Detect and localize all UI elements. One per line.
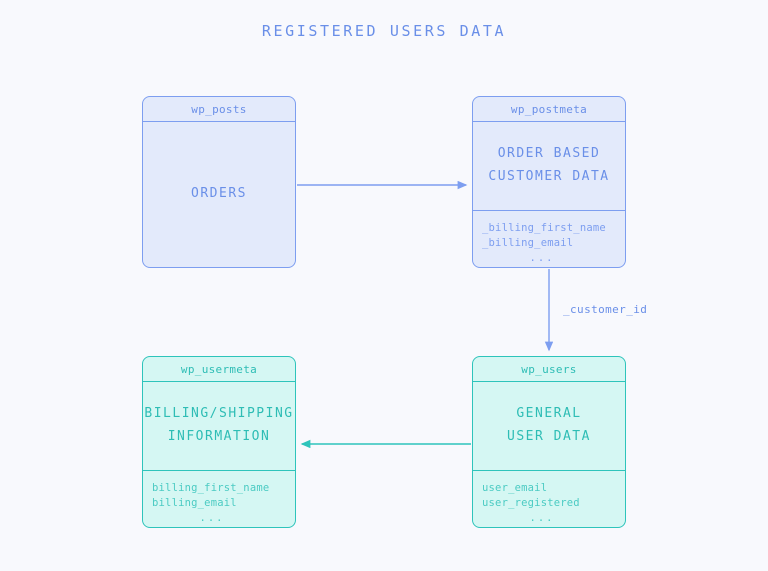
entity-wp-posts-body-line-1: ORDERS xyxy=(191,186,247,202)
entity-wp-postmeta-body-line-2: CUSTOMER DATA xyxy=(488,169,610,184)
entity-wp-usermeta-field-2: billing_email xyxy=(152,496,237,509)
entity-wp-usermeta-ellipsis: ... xyxy=(199,511,225,524)
entity-wp-posts-header: wp_posts xyxy=(143,97,295,122)
entity-wp-posts-body: ORDERS xyxy=(143,122,295,267)
entity-wp-users-body: GENERAL USER DATA xyxy=(473,382,625,470)
entity-wp-usermeta-field-1: billing_first_name xyxy=(152,482,270,494)
entity-wp-usermeta-header: wp_usermeta xyxy=(143,357,295,382)
entity-wp-users-field-2: user_registered xyxy=(482,496,580,509)
entity-wp-users-header: wp_users xyxy=(473,357,625,382)
entity-wp-postmeta-field-1: _billing_first_name xyxy=(482,222,606,234)
entity-wp-usermeta-body-line-1: BILLING/SHIPPING xyxy=(144,406,294,422)
entity-wp-postmeta-ellipsis: ... xyxy=(529,251,555,264)
entity-wp-users-body-line-1: GENERAL xyxy=(516,406,582,422)
entity-wp-usermeta-body-line-2: INFORMATION xyxy=(167,429,271,444)
entity-wp-postmeta[interactable]: wp_postmeta ORDER BASED CUSTOMER DATA _b… xyxy=(472,96,626,268)
entity-wp-postmeta-field-2: _billing_email xyxy=(482,236,574,249)
entity-wp-posts[interactable]: wp_posts ORDERS xyxy=(142,96,296,268)
entity-wp-postmeta-body: ORDER BASED CUSTOMER DATA xyxy=(473,122,625,210)
entity-wp-usermeta-fields: billing_first_name billing_email ... xyxy=(143,470,295,527)
entity-wp-users-ellipsis: ... xyxy=(529,511,555,524)
entity-wp-users-field-1: user_email xyxy=(482,482,548,494)
entity-wp-users-fields: user_email user_registered ... xyxy=(473,470,625,527)
page-title: REGISTERED USERS DATA xyxy=(261,22,507,40)
entity-wp-postmeta-body-line-1: ORDER BASED xyxy=(497,146,601,162)
connector-label-customer-id: _customer_id xyxy=(563,303,648,316)
entity-wp-users-body-line-2: USER DATA xyxy=(507,429,591,444)
entity-wp-users[interactable]: wp_users GENERAL USER DATA user_email us… xyxy=(472,356,626,528)
entity-wp-usermeta-body: BILLING/SHIPPING INFORMATION xyxy=(143,382,295,470)
entity-wp-postmeta-fields: _billing_first_name _billing_email ... xyxy=(473,210,625,267)
entity-wp-usermeta[interactable]: wp_usermeta BILLING/SHIPPING INFORMATION… xyxy=(142,356,296,528)
entity-wp-postmeta-header: wp_postmeta xyxy=(473,97,625,122)
